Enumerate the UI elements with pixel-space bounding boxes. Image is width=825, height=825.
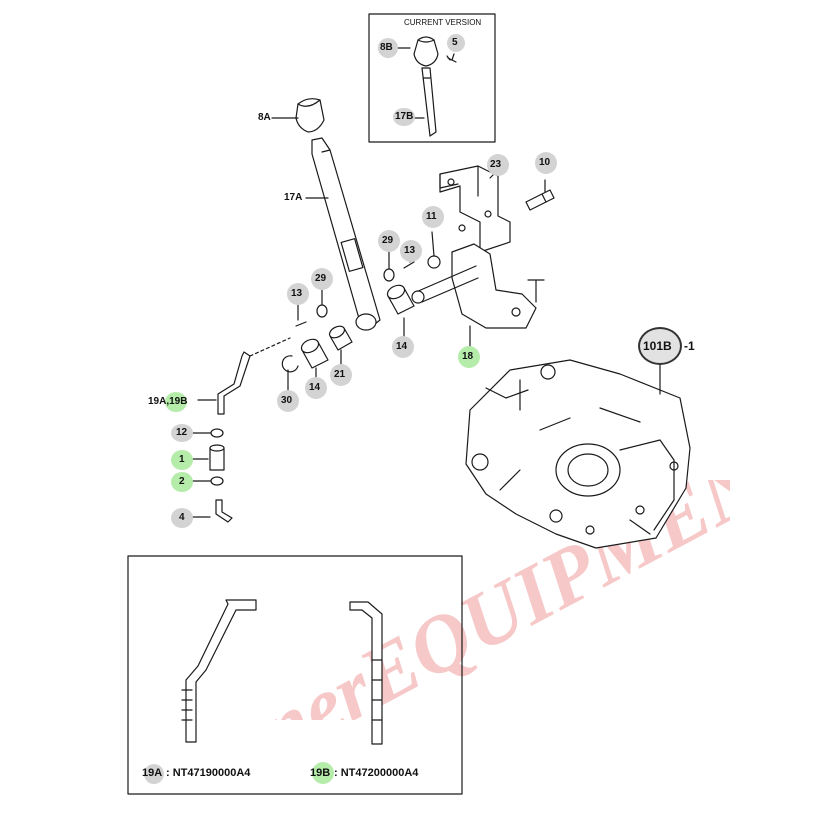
bushing-14-left <box>300 338 329 369</box>
bracket-23 <box>439 165 511 253</box>
callout-dot <box>165 392 187 412</box>
bolt-10 <box>525 189 555 211</box>
code-19b-label: 19B <box>310 767 331 779</box>
label-13-top: 13 <box>404 245 416 256</box>
label-10: 10 <box>539 157 551 168</box>
label-17b: 17B <box>395 111 414 122</box>
label-21: 21 <box>334 369 346 380</box>
bushing-14-mid <box>386 284 415 315</box>
support-18 <box>411 243 545 329</box>
callout-dot <box>393 108 415 126</box>
callout-dot <box>171 424 193 442</box>
pin-13-mid <box>295 321 307 327</box>
callout-dot <box>378 38 398 58</box>
nut-11 <box>427 255 441 269</box>
label-14-mid: 14 <box>396 341 408 352</box>
rod-19b-detail <box>349 601 383 745</box>
label-29-top: 29 <box>382 235 394 246</box>
label-8b: 8B <box>380 42 393 53</box>
callout-dot <box>311 268 333 290</box>
callout-dot <box>287 283 309 305</box>
callout-dot <box>144 764 164 784</box>
callout-dot <box>171 472 193 492</box>
pin-13-top <box>403 261 415 269</box>
washer-29-top <box>383 268 395 282</box>
inset-title: CURRENT VERSION <box>404 18 482 27</box>
label-4: 4 <box>179 512 185 523</box>
label-5: 5 <box>452 37 458 48</box>
label-17a: 17A <box>284 192 303 203</box>
callout-dot <box>305 377 327 399</box>
callout-dot <box>171 450 193 470</box>
label-14-left: 14 <box>309 382 321 393</box>
callout-dot <box>638 327 682 365</box>
callout-dot <box>330 364 352 386</box>
code-19a-value: : NT47190000A4 <box>166 767 251 779</box>
callout-dot <box>458 346 480 368</box>
inset-lever <box>421 67 437 137</box>
callout-dot <box>171 508 193 528</box>
label-11: 11 <box>426 211 437 222</box>
pin-4 <box>215 499 233 523</box>
callout-dot <box>447 34 465 52</box>
lever-17a <box>311 137 381 331</box>
rod-19 <box>217 351 251 415</box>
label-13-mid: 13 <box>291 288 303 299</box>
label-1: 1 <box>179 454 185 465</box>
rod-19a-detail <box>181 599 257 743</box>
label-2: 2 <box>179 476 185 487</box>
code-19a-label: 19A <box>142 767 163 779</box>
sleeve-1 <box>209 444 225 471</box>
callout-dot <box>487 154 509 176</box>
label-101b: 101B <box>643 339 672 353</box>
housing-101b <box>465 359 691 549</box>
label-12: 12 <box>176 427 188 438</box>
nut-12 <box>210 428 224 438</box>
nut-2 <box>210 476 224 486</box>
callout-dot <box>422 206 444 228</box>
bottom-inset-frame <box>127 555 463 795</box>
label-19: 19A,19B <box>148 396 188 407</box>
label-18: 18 <box>462 351 474 362</box>
clip-30 <box>281 355 299 373</box>
label-29-mid: 29 <box>315 273 327 284</box>
washer-29-mid <box>316 304 328 318</box>
callout-dot <box>378 230 400 252</box>
callout-dot <box>535 152 557 174</box>
code-19b-value: : NT47200000A4 <box>334 767 419 779</box>
callout-dot <box>277 390 299 412</box>
inset-knob <box>413 36 439 67</box>
label-101b-suffix: -1 <box>684 339 695 353</box>
callout-dot <box>312 762 334 784</box>
bushing-21 <box>328 325 353 351</box>
label-23: 23 <box>490 159 502 170</box>
label-8a: 8A <box>258 112 271 123</box>
knob-8a <box>295 98 325 133</box>
label-30: 30 <box>281 395 293 406</box>
callout-dot <box>392 336 414 358</box>
callout-dot <box>400 240 422 262</box>
